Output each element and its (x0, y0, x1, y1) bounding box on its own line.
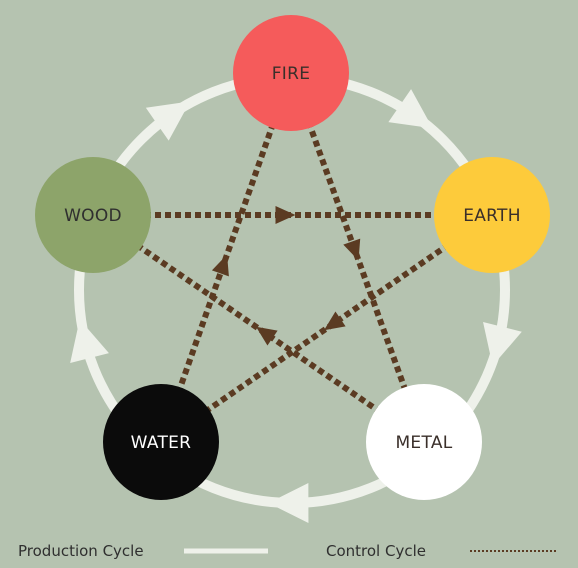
legend-control-label: Control Cycle (326, 542, 426, 560)
production-arrow (388, 89, 433, 129)
production-arrow (483, 321, 522, 366)
legend: Production Cycle Control Cycle (18, 542, 556, 560)
node-fire: FIRE (233, 15, 349, 131)
production-arrow (145, 101, 191, 141)
control-arrow-wood-earth (275, 206, 296, 224)
earth-circle (434, 157, 550, 273)
metal-label: METAL (395, 433, 452, 453)
wood-label: WOOD (64, 206, 122, 226)
node-wood: WOOD (35, 157, 151, 273)
fire-label: FIRE (272, 64, 311, 84)
node-metal: METAL (366, 384, 482, 500)
node-earth: EARTH (434, 157, 550, 273)
node-water: WATER (103, 384, 219, 500)
control-arrow-fire-metal (343, 238, 361, 261)
legend-production-label: Production Cycle (18, 542, 144, 560)
metal-circle (366, 384, 482, 500)
water-label: WATER (131, 433, 192, 453)
water-circle (103, 384, 219, 500)
fire-circle (233, 15, 349, 131)
wood-circle (35, 157, 151, 273)
earth-label: EARTH (463, 206, 521, 226)
control-arrow-metal-wood (256, 326, 278, 346)
production-arrow (70, 319, 109, 364)
control-arrow-earth-water (324, 311, 346, 331)
production-arrow (268, 482, 309, 523)
control-arrow-water-fire (211, 254, 229, 277)
element-nodes: FIRE EARTH METAL WATER WOOD (35, 15, 550, 500)
control-cycle-lines (134, 120, 451, 416)
